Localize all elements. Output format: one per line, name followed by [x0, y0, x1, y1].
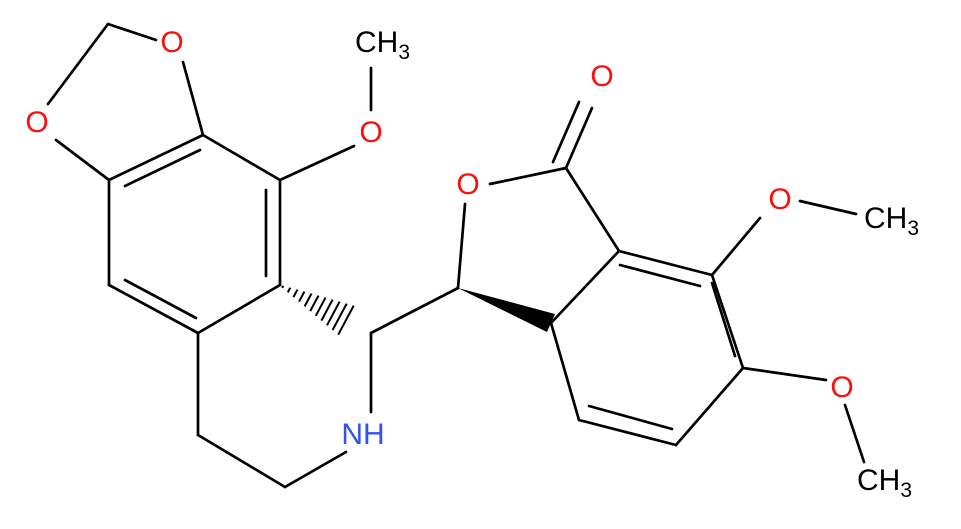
methyl-ch: CH: [864, 202, 907, 235]
bond: [577, 418, 678, 447]
methyl-ch: CH: [355, 26, 398, 59]
bond-lines: [46, 22, 866, 489]
bond: [107, 133, 205, 182]
hashed-wedge-bond: [281, 285, 355, 336]
bond: [54, 138, 111, 182]
bond: [181, 60, 205, 137]
bond: [617, 249, 714, 277]
atom-oxygen: O: [25, 106, 48, 139]
bond: [618, 263, 702, 288]
methyl-subscript: 3: [900, 479, 912, 502]
bond: [564, 166, 621, 253]
methyl-group: CH3: [355, 26, 410, 64]
bond: [369, 286, 460, 335]
bond: [488, 166, 568, 186]
atom-oxygen: O: [768, 183, 791, 216]
bond: [564, 106, 594, 170]
bond: [106, 22, 158, 42]
atom-nitrogen-nh: NH: [341, 418, 384, 451]
atom-oxygen: O: [590, 60, 613, 93]
bond: [107, 283, 200, 335]
atom-oxygen: O: [160, 26, 183, 59]
solid-wedge-bond: [458, 288, 555, 332]
atom-oxygen: O: [456, 168, 479, 201]
bond: [283, 450, 348, 489]
bond: [549, 249, 621, 325]
bond: [551, 100, 581, 164]
stereo-bonds: [281, 285, 555, 336]
bond: [843, 403, 866, 464]
bond: [587, 404, 674, 431]
bond: [278, 144, 356, 182]
bond: [674, 366, 745, 447]
atom-oxygen: O: [830, 371, 853, 404]
methyl-ch: CH: [857, 464, 900, 497]
bond: [710, 281, 737, 358]
atom-labels: O O O CH3 O O O CH3 O CH3 NH: [25, 26, 919, 502]
bond: [798, 199, 858, 216]
bond: [123, 278, 198, 320]
bond: [710, 273, 745, 370]
bond: [456, 202, 467, 290]
bond: [710, 216, 762, 277]
methyl-subscript: 3: [398, 41, 410, 64]
bond: [741, 366, 828, 382]
bond: [201, 133, 282, 182]
methyl-subscript: 3: [907, 217, 919, 240]
methyl-group: CH3: [864, 202, 919, 240]
bond: [196, 433, 287, 489]
methyl-group: CH3: [857, 464, 912, 502]
bond: [549, 321, 581, 422]
bond: [196, 283, 282, 335]
bond: [123, 148, 202, 188]
bond: [46, 22, 110, 106]
atom-oxygen: O: [359, 116, 382, 149]
